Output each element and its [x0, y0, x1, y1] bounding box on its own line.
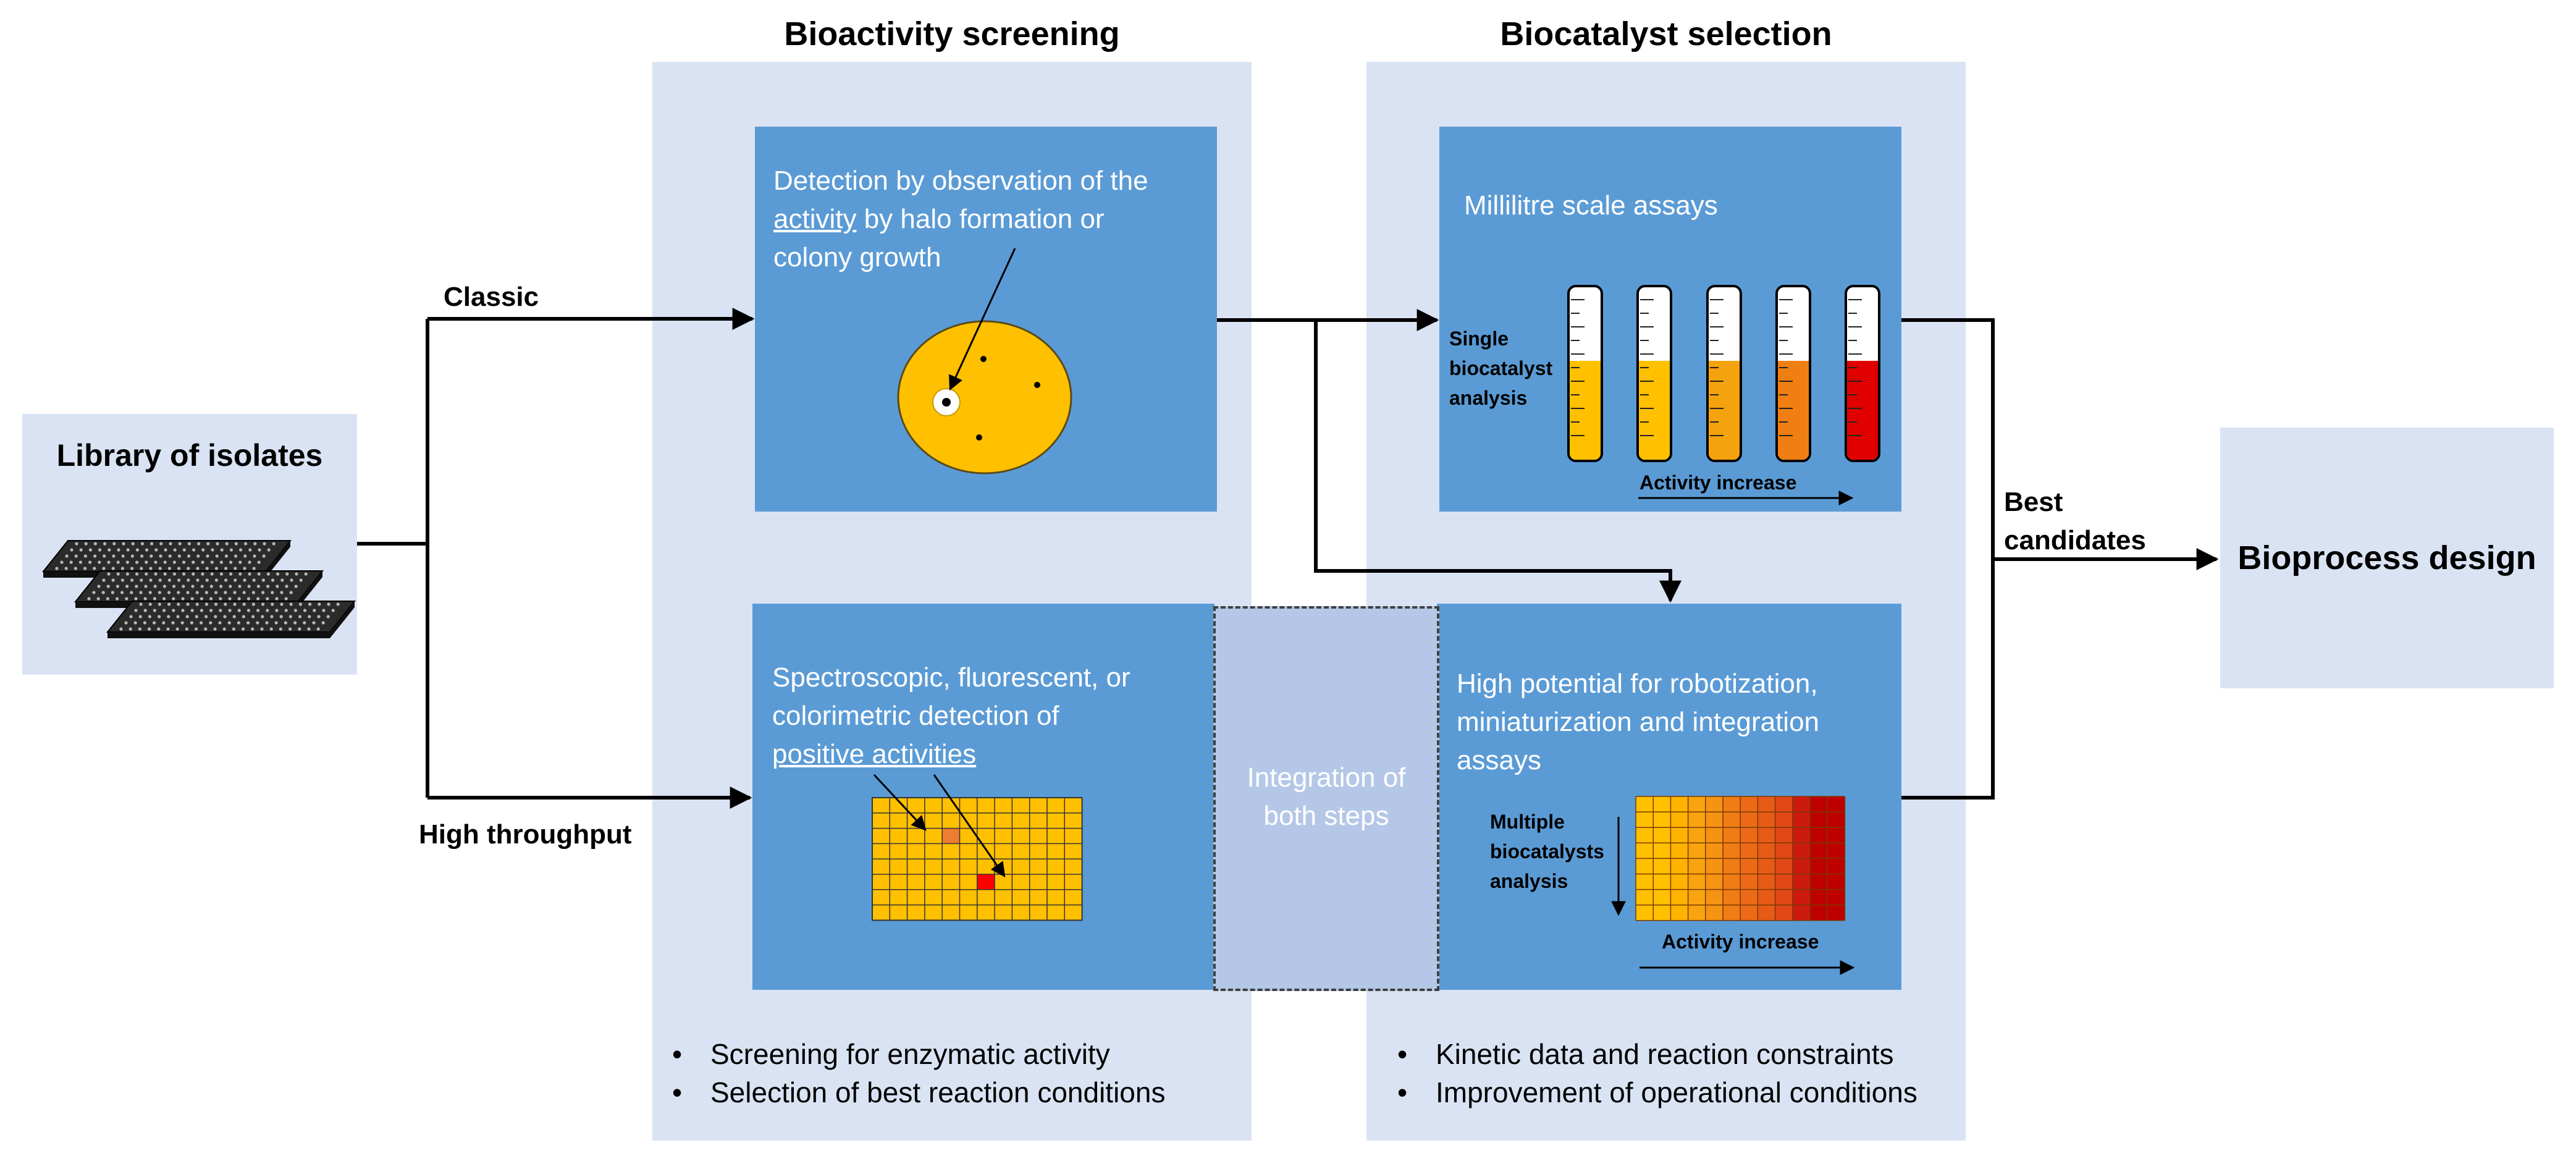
integration-label: Integration of both steps	[1213, 759, 1439, 835]
classic-to-robot-arrow	[1314, 320, 1682, 603]
hit-cell-orange	[942, 828, 960, 844]
ht-card-text: Spectroscopic, fluorescent, or colorimet…	[772, 659, 1205, 774]
library-title: Library of isolates	[56, 438, 323, 473]
flow-connectors	[357, 308, 2219, 809]
robot-text-line3: assays	[1457, 745, 1541, 775]
bioprocess-title: Bioprocess design	[2237, 539, 2536, 576]
best-label-line2: candidates	[2004, 525, 2146, 555]
biocatalyst-heading: Biocatalyst selection	[1500, 15, 1832, 53]
single-label-line1: Single	[1449, 327, 1509, 350]
classic-label: Classic	[444, 282, 539, 312]
millilitre-title: Millilitre scale assays	[1464, 190, 1718, 221]
activity-underlined: activity	[773, 204, 857, 234]
robot-text-line1: High potential for robotization,	[1457, 669, 1818, 699]
robot-text-line2: miniaturization and integration	[1457, 707, 1820, 737]
single-analysis-label: Single biocatalyst analysis	[1449, 324, 1573, 413]
multiple-analysis-label: Multiple biocatalysts analysis	[1490, 807, 1626, 896]
microplate-grid-icon	[872, 774, 1083, 921]
millilitre-to-best	[1901, 318, 1995, 800]
bioactivity-bullet-2: Selection of best reaction conditions	[655, 1073, 1248, 1112]
ht-text-line2: colorimetric detection of	[772, 701, 1059, 731]
positive-pointer-arrow-1	[873, 774, 927, 831]
multiple-label-line3: analysis	[1490, 870, 1568, 892]
ht-text-line1: Spectroscopic, fluorescent, or	[772, 662, 1130, 693]
test-tubes-icon	[1567, 285, 1880, 462]
best-candidates-label: Best candidates	[2004, 483, 2146, 560]
positive-pointer-arrow-2	[933, 774, 1006, 877]
robot-axis-label: Activity increase	[1662, 931, 1819, 953]
biocatalyst-bullet-1: Kinetic data and reaction constraints	[1380, 1035, 1961, 1073]
classic-card-text: Detection by observation of the activity…	[773, 162, 1206, 277]
multiple-label-line2: biocatalysts	[1490, 840, 1604, 863]
test-tube-2	[1636, 285, 1672, 462]
single-label-line2: biocatalyst	[1449, 357, 1553, 379]
bioactivity-heading: Bioactivity screening	[784, 15, 1120, 53]
millilitre-axis-label: Activity increase	[1639, 471, 1797, 494]
positive-activities-underlined: positive activities	[772, 739, 977, 769]
classic-text-line1: Detection by observation of the	[773, 166, 1148, 196]
integration-box	[1213, 606, 1439, 991]
robot-card-text: High potential for robotization, miniatu…	[1457, 665, 1889, 780]
petri-dish-icon	[897, 248, 1072, 475]
test-tube-3	[1706, 285, 1742, 462]
biocatalyst-bullet-2: Improvement of operational conditions	[1380, 1073, 1961, 1112]
activity-pointer-arrow	[949, 248, 1016, 391]
microplate-stack-icon	[41, 540, 356, 638]
microplate-3	[106, 601, 356, 638]
bioactivity-bullets: Screening for enzymatic activity Selecti…	[655, 1035, 1248, 1112]
classic-text-line3: colony growth	[773, 242, 941, 272]
best-label-line1: Best	[2004, 487, 2063, 517]
test-tube-4	[1775, 285, 1811, 462]
bioactivity-bullet-1: Screening for enzymatic activity	[655, 1035, 1248, 1073]
integration-line1: Integration of	[1247, 762, 1406, 793]
biocatalyst-bullets: Kinetic data and reaction constraints Im…	[1380, 1035, 1961, 1112]
integration-line2: both steps	[1263, 801, 1389, 831]
high-throughput-label: High throughput	[419, 819, 632, 850]
test-tube-1	[1567, 285, 1603, 462]
test-tube-5	[1845, 285, 1880, 462]
gradient-plate-icon	[1635, 796, 1846, 921]
classic-text-line2-rest: by halo formation or	[856, 204, 1105, 234]
multiple-label-line1: Multiple	[1490, 811, 1565, 833]
single-label-line3: analysis	[1449, 387, 1528, 409]
ht-text-line3: positive activities	[772, 735, 1205, 774]
hit-cell-red	[977, 874, 995, 890]
classic-text-line2: activity by halo formation or	[773, 200, 1206, 238]
high-throughput-detection-card	[752, 604, 1214, 990]
bioprocess-design-box	[2220, 428, 2554, 688]
